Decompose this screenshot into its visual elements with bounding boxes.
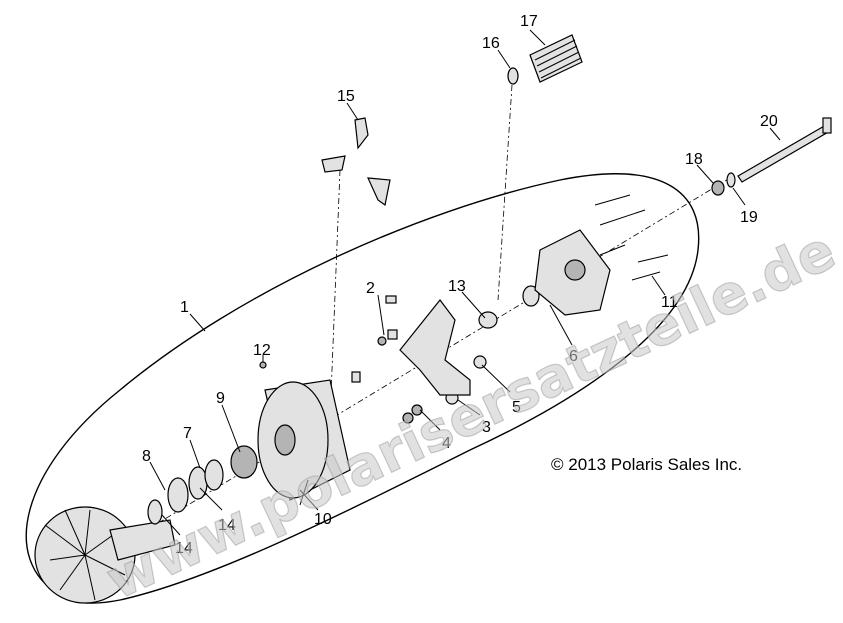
callout-12: 12 [253, 342, 271, 359]
callout-14b: 14 [218, 517, 236, 534]
spring [507, 34, 583, 85]
callout-5: 5 [512, 399, 521, 416]
callout-19: 19 [740, 209, 758, 226]
callout-15: 15 [337, 88, 355, 105]
callout-16: 16 [482, 35, 500, 52]
axis-16-17 [497, 84, 513, 301]
axis-15 [329, 169, 341, 421]
callout-17: 17 [520, 13, 538, 30]
shaft-hardware [711, 117, 832, 196]
callout-4: 4 [442, 435, 451, 452]
assembly-outline [25, 173, 700, 604]
spider [399, 299, 471, 396]
watermark: www.polarisersatzteile.de [97, 218, 843, 611]
callout-6: 6 [569, 348, 578, 365]
moveable-sheave [257, 361, 351, 506]
callout-10: 10 [314, 511, 332, 528]
callout-8: 8 [142, 448, 151, 465]
callout-7: 7 [183, 425, 192, 442]
callout-3: 3 [482, 419, 491, 436]
small-parts [351, 295, 487, 424]
callout-13: 13 [448, 278, 466, 295]
callout-11: 11 [661, 294, 678, 311]
copyright-text: © 2013 Polaris Sales Inc. [551, 455, 742, 474]
weights [321, 117, 391, 207]
callout-9: 9 [216, 390, 225, 407]
callout-14a: 14 [175, 540, 193, 557]
callout-18: 18 [685, 151, 703, 168]
callout-1: 1 [180, 299, 189, 316]
rings [147, 445, 258, 525]
callout-2: 2 [366, 280, 375, 297]
callout-20: 20 [760, 113, 778, 130]
leader-lines [149, 29, 781, 536]
bolts [594, 194, 669, 281]
cover [478, 229, 611, 329]
fan-sheave [34, 506, 176, 604]
